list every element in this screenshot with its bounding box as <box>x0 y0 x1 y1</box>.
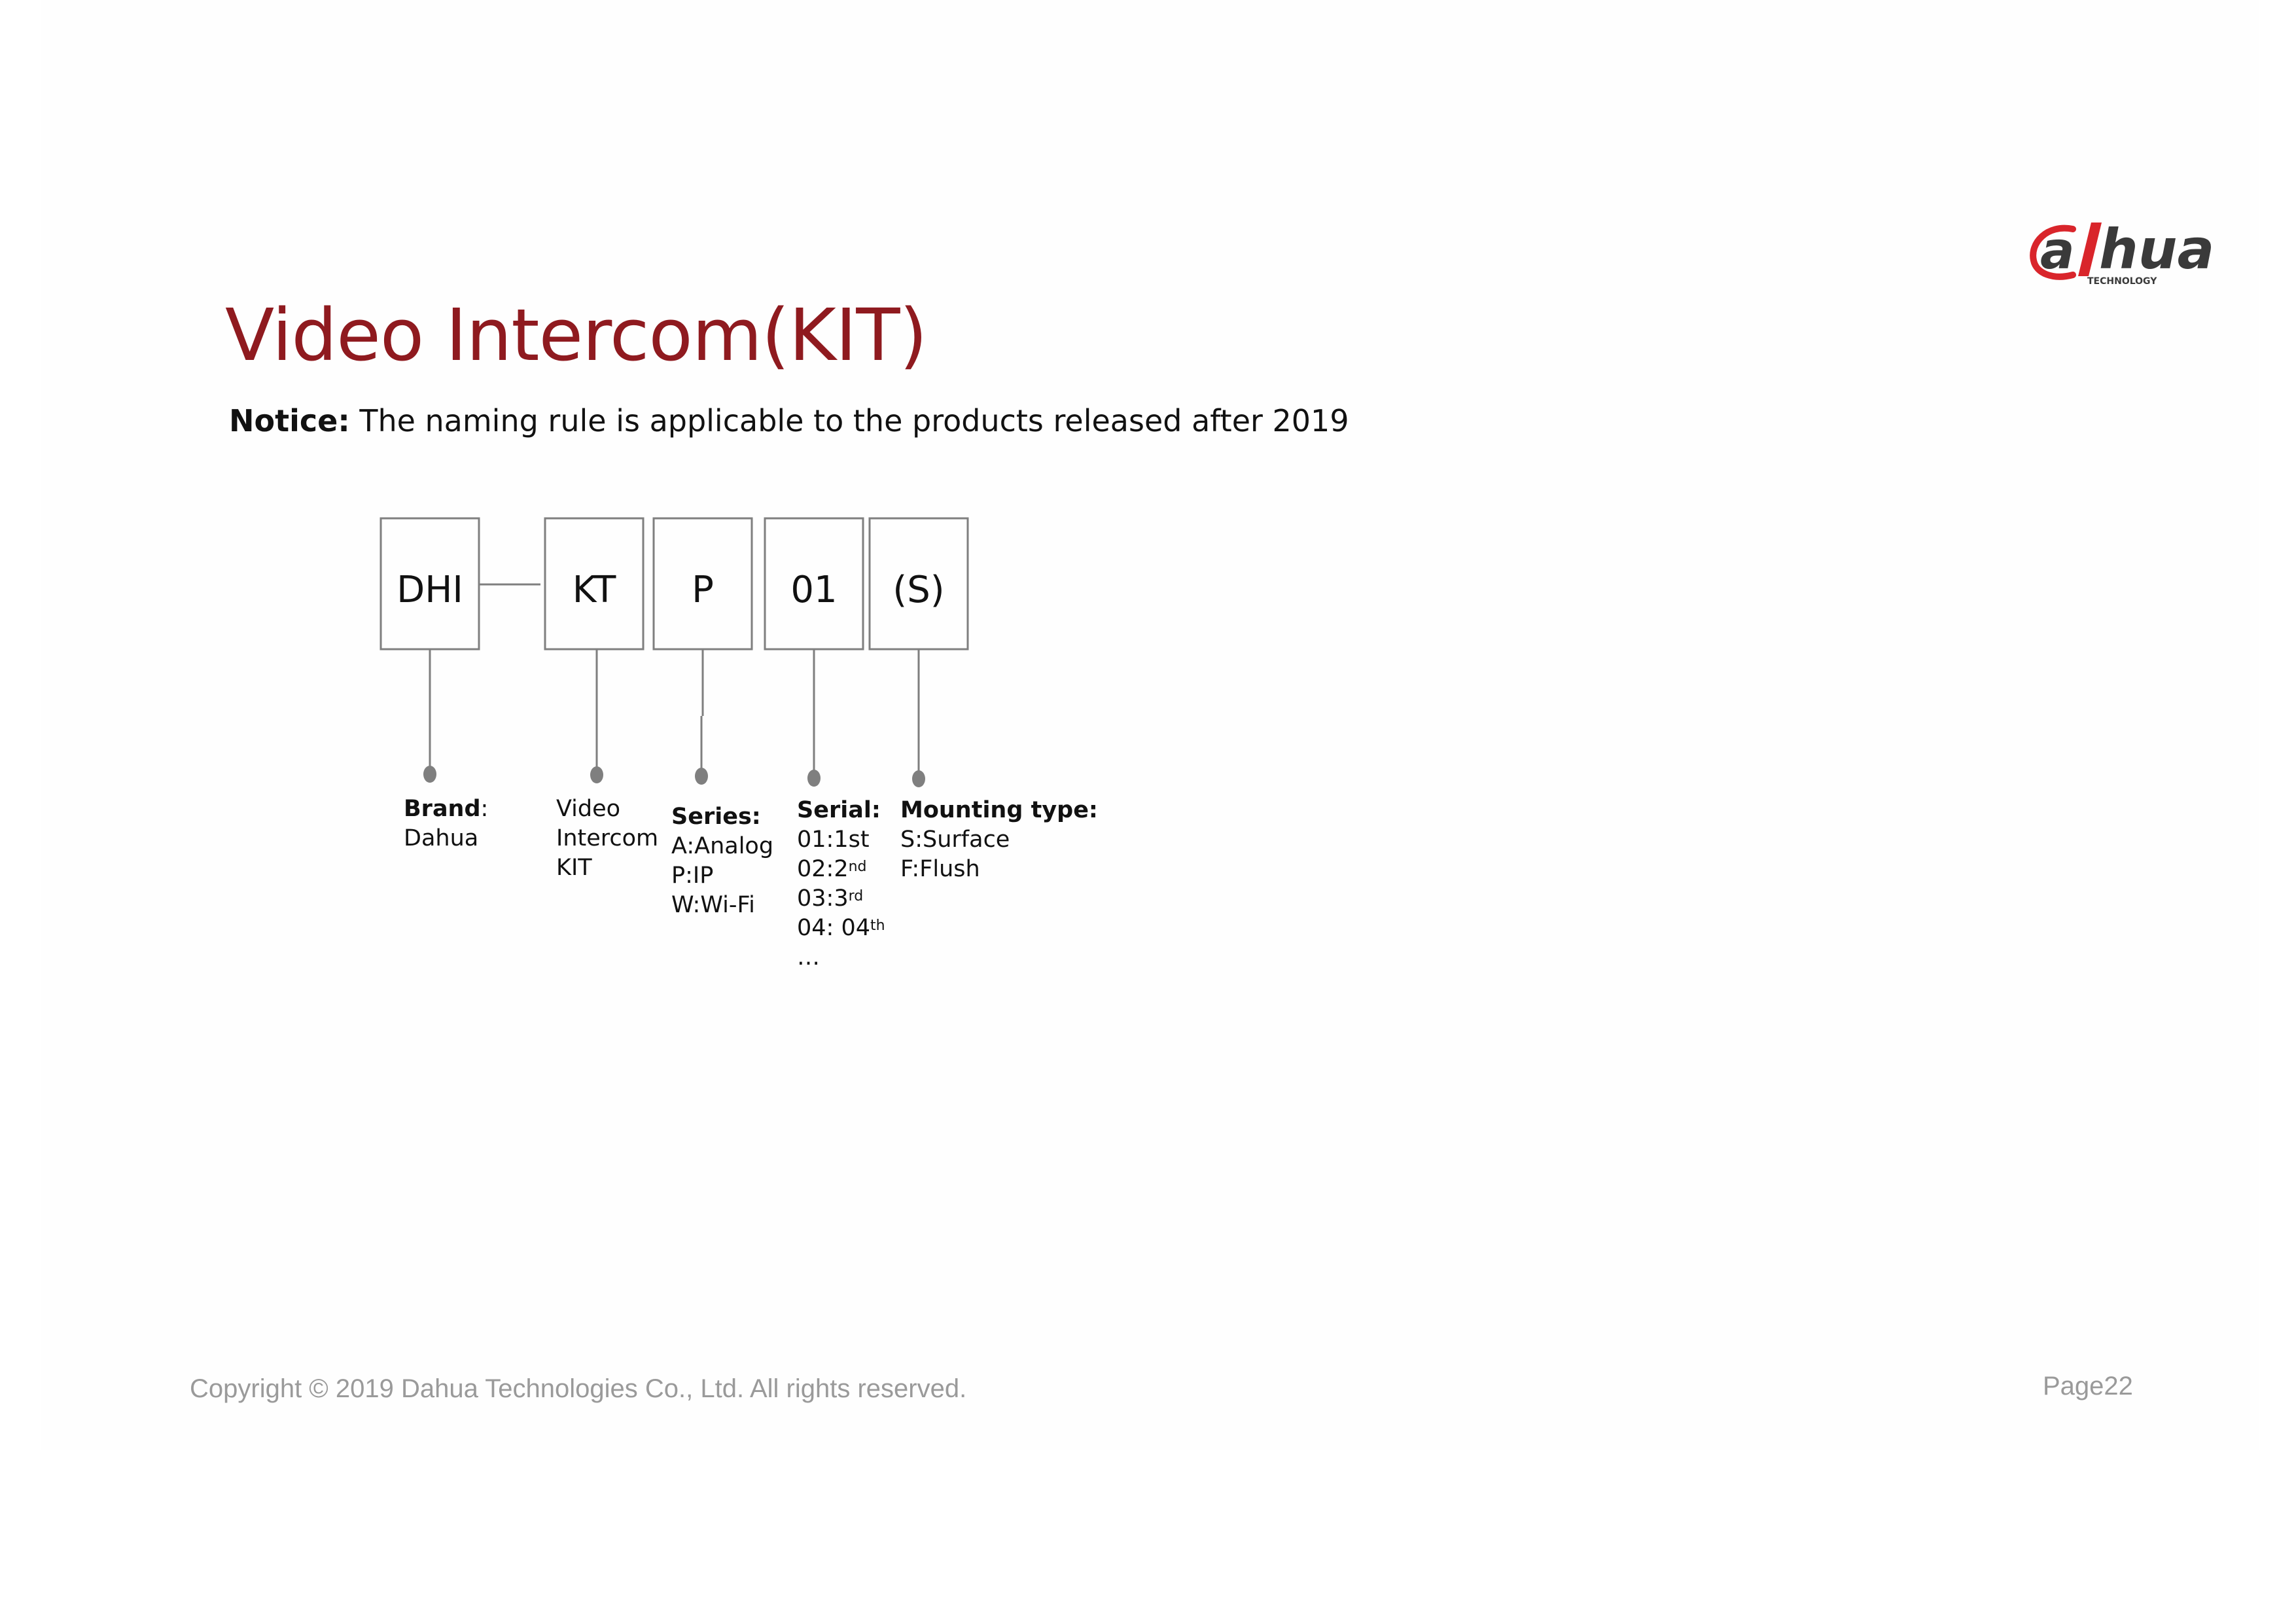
desc-type: Video Intercom KIT <box>556 794 658 883</box>
page-number: Page22 <box>2043 1372 2133 1400</box>
dahua-logo-icon: a hua TECHNOLOGY <box>2030 217 2214 287</box>
desc-type-line: Intercom <box>556 825 659 851</box>
segment-series: P <box>692 569 714 611</box>
desc-series-line: W:Wi-Fi <box>671 892 755 918</box>
desc-series-line: P:IP <box>671 863 714 889</box>
desc-brand: Brand: Dahua <box>404 794 488 853</box>
desc-type-line: KIT <box>556 855 592 881</box>
segment-serial: 01 <box>790 569 837 611</box>
desc-series-line: A:Analog <box>671 833 774 859</box>
segment-box-type <box>544 517 645 651</box>
notice-text: The naming rule is applicable to the pro… <box>349 403 1349 438</box>
desc-mounting: Mounting type: S:Surface F:Flush <box>900 796 1098 884</box>
desc-series: Series: A:Analog P:IP W:Wi-Fi <box>671 802 773 920</box>
segment-brand: DHI <box>397 569 463 611</box>
notice-line: Notice: The naming rule is applicable to… <box>229 403 1349 438</box>
copyright-footer: Copyright © 2019 Dahua Technologies Co.,… <box>190 1374 967 1403</box>
desc-mounting-line: S:Surface <box>900 827 1010 853</box>
desc-brand-label: Brand <box>404 796 481 822</box>
slide-background <box>41 0 2259 1450</box>
desc-serial-line: 04: 04th <box>797 915 885 941</box>
desc-serial: Serial: 01:1st 02:2nd 03:3rd 04: 04th … <box>797 796 885 972</box>
dahua-logo: a hua TECHNOLOGY <box>2027 217 2250 288</box>
page-title: Video Intercom(KIT) <box>225 293 927 377</box>
svg-text:a: a <box>2040 222 2075 281</box>
leader-dot-brand <box>423 766 436 783</box>
desc-serial-label: Serial: <box>797 797 881 823</box>
leader-dot-type <box>590 766 603 783</box>
desc-series-label: Series: <box>671 804 761 830</box>
leader-dot-series <box>695 768 708 785</box>
svg-text:hua: hua <box>2099 217 2214 281</box>
desc-serial-line: … <box>797 944 820 971</box>
desc-brand-line: Dahua <box>404 825 479 851</box>
desc-mounting-label: Mounting type: <box>900 797 1098 823</box>
notice-label: Notice: <box>229 403 350 438</box>
leader-dot-mounting <box>912 770 925 787</box>
leader-dot-serial <box>807 770 821 787</box>
segment-type: KT <box>573 569 616 611</box>
desc-serial-line: 02:2nd <box>797 856 867 882</box>
desc-brand-sep: : <box>480 796 489 822</box>
logo-tagline: TECHNOLOGY <box>2087 276 2157 287</box>
desc-type-line: Video <box>556 796 621 822</box>
segment-mounting: (S) <box>892 569 944 611</box>
desc-serial-line: 03:3rd <box>797 885 864 912</box>
desc-serial-line: 01:1st <box>797 827 870 853</box>
desc-mounting-line: F:Flush <box>900 856 980 882</box>
